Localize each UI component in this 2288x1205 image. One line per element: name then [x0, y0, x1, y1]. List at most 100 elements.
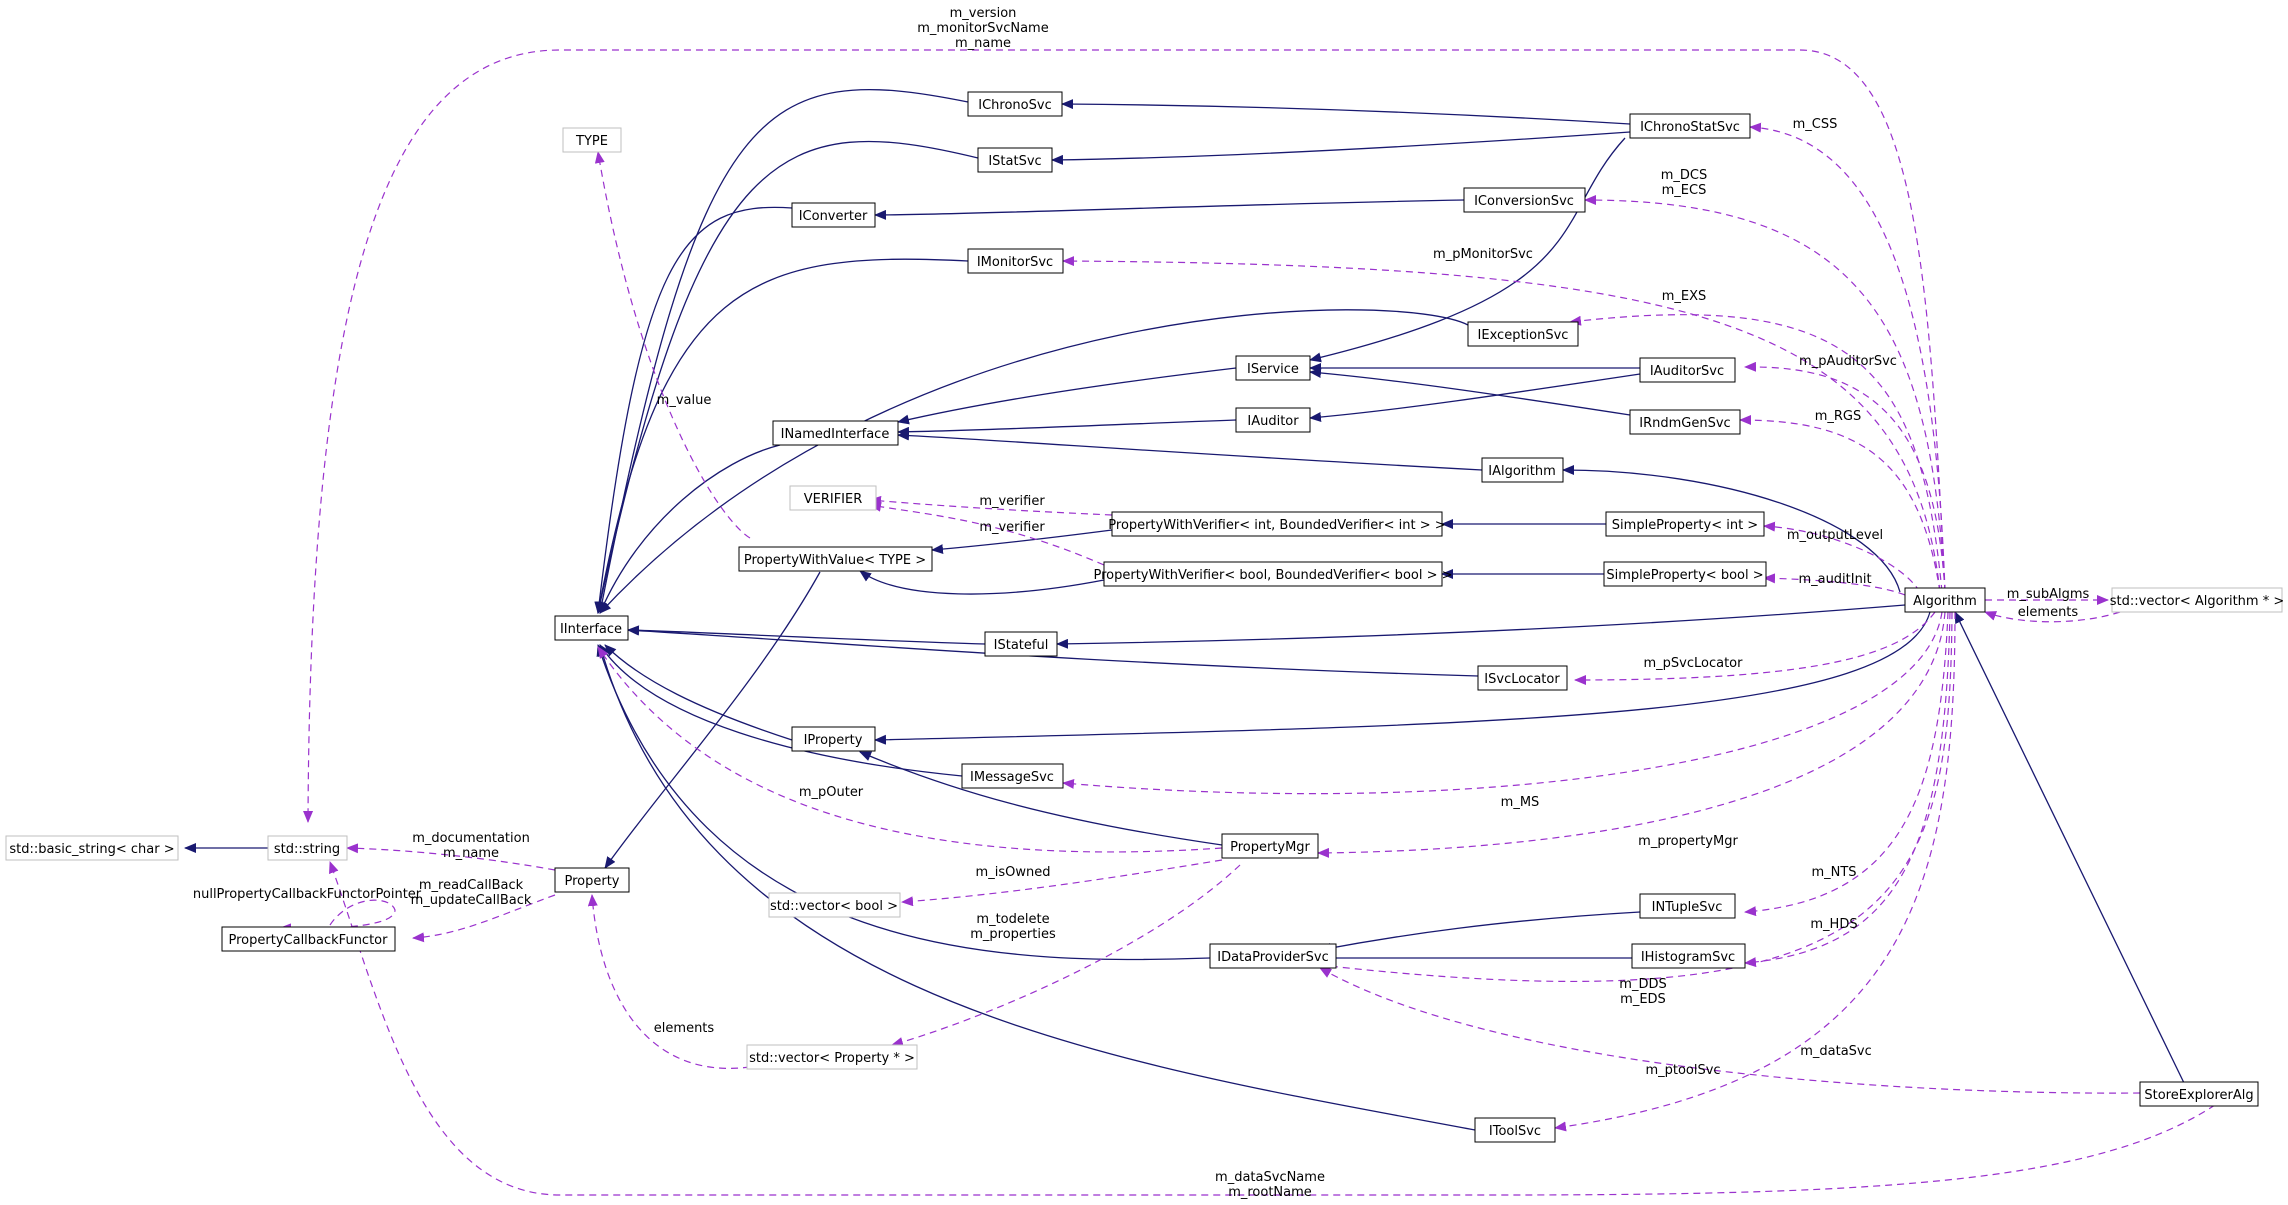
- node-property[interactable]: Property: [554, 867, 630, 893]
- label-m-pauditorsvc: m_pAuditorSvc: [1799, 354, 1897, 369]
- edge-usage-algorithm-string-top: [303, 49, 1946, 823]
- label-m-auditinit: m_auditInit: [1798, 572, 1871, 587]
- edge-inamedinterface-iinterface: [599, 444, 781, 614]
- edge-usage-algorithm-irndmgensvc: [1739, 415, 1941, 593]
- node-vectoralgorithm[interactable]: std::vector< Algorithm * >: [2110, 587, 2284, 613]
- label-m-rootname: m_rootName: [1228, 1185, 1312, 1200]
- label-m-pmonitorsvc: m_pMonitorSvc: [1433, 247, 1533, 262]
- node-idataprovidersvc[interactable]: IDataProviderSvc: [1209, 943, 1337, 969]
- node-label: PropertyMgr: [1230, 840, 1310, 855]
- node-vectorbool[interactable]: std::vector< bool >: [768, 892, 901, 918]
- node-label: PropertyCallbackFunctor: [229, 933, 389, 948]
- edge-labels: m_version m_monitorSvcName m_name m_CSS …: [193, 6, 2090, 1200]
- edge-algorithm-iproperty: [874, 611, 1931, 745]
- edge-usage-algorithm-iconversionsvc: [1584, 195, 1946, 593]
- edge-istatsvc-iinterface: [595, 140, 979, 614]
- label-m-ptoolsvc: m_ptoolSvc: [1645, 1063, 1720, 1078]
- node-algorithm[interactable]: Algorithm: [1904, 587, 1986, 613]
- edge-iexceptionsvc-iinterface: [599, 309, 1469, 614]
- label-m-monitorsvcname: m_monitorSvcName: [917, 21, 1048, 36]
- node-irndmgensvc[interactable]: IRndmGenSvc: [1629, 409, 1741, 435]
- node-label: SimpleProperty< int >: [1612, 518, 1758, 533]
- node-inamedinterface[interactable]: INamedInterface: [772, 420, 899, 446]
- node-isvclocator[interactable]: ISvcLocator: [1477, 665, 1568, 691]
- node-storeexploreralg[interactable]: StoreExplorerAlg: [2139, 1081, 2259, 1107]
- node-label: IMonitorSvc: [977, 255, 1053, 270]
- label-m-verifier-1: m_verifier: [979, 494, 1045, 509]
- edge-usage-property-callbackfunctor: [412, 894, 556, 943]
- label-m-version: m_version: [950, 6, 1017, 21]
- node-ialgorithm[interactable]: IAlgorithm: [1481, 457, 1564, 483]
- node-pwvbool[interactable]: PropertyWithVerifier< bool, BoundedVerif…: [1093, 561, 1453, 587]
- node-ichronostatsvc[interactable]: IChronoStatSvc: [1629, 113, 1751, 139]
- node-istatsvc[interactable]: IStatSvc: [977, 147, 1053, 173]
- node-iproperty[interactable]: IProperty: [791, 726, 876, 752]
- node-verifier[interactable]: VERIFIER: [789, 485, 877, 511]
- node-label: INamedInterface: [781, 427, 890, 442]
- node-propertywithvalue[interactable]: PropertyWithValue< TYPE >: [738, 546, 933, 572]
- node-label: IRndmGenSvc: [1639, 416, 1730, 431]
- node-label: IStateful: [994, 638, 1049, 653]
- label-m-css: m_CSS: [1793, 117, 1838, 132]
- node-label: IDataProviderSvc: [1217, 950, 1329, 965]
- node-label: Algorithm: [1913, 594, 1977, 609]
- edge-storeexploreralg-algorithm: [1954, 611, 2186, 1086]
- node-iauditor[interactable]: IAuditor: [1235, 407, 1311, 433]
- edge-usage-algorithm-itoolsvc: [1554, 611, 1956, 1132]
- label-m-ms: m_MS: [1501, 795, 1540, 810]
- node-imessagesvc[interactable]: IMessageSvc: [961, 763, 1064, 789]
- node-label: TYPE: [575, 134, 608, 149]
- node-iconverter[interactable]: IConverter: [791, 202, 876, 228]
- node-stdstring[interactable]: std::string: [267, 835, 348, 861]
- node-imonitorsvc[interactable]: IMonitorSvc: [967, 248, 1064, 274]
- label-m-isowned: m_isOwned: [976, 865, 1051, 880]
- node-label: VERIFIER: [804, 492, 863, 507]
- node-iservice[interactable]: IService: [1235, 355, 1311, 381]
- node-label: SimpleProperty< bool >: [1606, 568, 1763, 583]
- node-label: std::vector< Algorithm * >: [2110, 594, 2284, 609]
- node-label: PropertyWithValue< TYPE >: [744, 553, 926, 568]
- node-simplepropertybool[interactable]: SimpleProperty< bool >: [1603, 561, 1767, 587]
- label-elements-1: elements: [2018, 605, 2079, 620]
- edge-usage-algorithm-intuplesvc: [1744, 611, 1949, 917]
- node-pwvint[interactable]: PropertyWithVerifier< int, BoundedVerifi…: [1108, 511, 1446, 537]
- edge-iproperty-iinterface: [604, 644, 793, 741]
- node-itoolsvc[interactable]: IToolSvc: [1474, 1117, 1556, 1143]
- node-iexceptionsvc[interactable]: IExceptionSvc: [1467, 321, 1579, 347]
- edge-usage-algorithm-propertymgr: [1317, 611, 1946, 858]
- node-propertymgr[interactable]: PropertyMgr: [1221, 833, 1319, 859]
- node-label: PropertyWithVerifier< int, BoundedVerifi…: [1108, 518, 1445, 533]
- label-m-psvclocator: m_pSvcLocator: [1644, 656, 1744, 671]
- node-label: std::vector< Property * >: [749, 1051, 915, 1066]
- node-vectorproperty[interactable]: std::vector< Property * >: [746, 1044, 918, 1070]
- label-m-exs: m_EXS: [1662, 289, 1707, 304]
- edge-usage-algorithm-iauditorsvc: [1744, 361, 1946, 593]
- edge-usage-pwvint-verifier: [869, 495, 1113, 516]
- node-ichronosvc[interactable]: IChronoSvc: [967, 91, 1063, 117]
- node-intuplesvc[interactable]: INTupleSvc: [1639, 893, 1736, 919]
- edge-ichronostatsvc-ichronosvc: [1061, 99, 1631, 125]
- node-iauditorsvc[interactable]: IAuditorSvc: [1639, 357, 1736, 383]
- node-label: IInterface: [560, 622, 622, 637]
- node-label: IAuditor: [1247, 414, 1299, 429]
- edge-iauditorsvc-iauditor: [1309, 373, 1641, 423]
- node-label: IProperty: [804, 733, 863, 748]
- node-type[interactable]: TYPE: [562, 127, 622, 153]
- edge-usage-property-string: [346, 843, 556, 871]
- node-propertycallbackfunctor[interactable]: PropertyCallbackFunctor: [221, 926, 396, 952]
- edge-ichronostatsvc-iservice: [1309, 137, 1626, 363]
- node-label: ISvcLocator: [1484, 672, 1560, 687]
- node-istateful[interactable]: IStateful: [984, 631, 1058, 657]
- label-m-hds: m_HDS: [1810, 917, 1857, 932]
- label-m-name-2: m_name: [443, 846, 499, 861]
- node-label: IToolSvc: [1489, 1124, 1541, 1139]
- node-ihistogramsvc[interactable]: IHistogramSvc: [1631, 943, 1746, 969]
- edge-propertymgr-iproperty: [859, 751, 1223, 846]
- node-iinterface[interactable]: IInterface: [554, 615, 629, 641]
- node-label: IMessageSvc: [970, 770, 1054, 785]
- edge-usage-algorithm-ihistogramsvc: [1744, 611, 1951, 968]
- node-iconversionsvc[interactable]: IConversionSvc: [1463, 187, 1586, 213]
- node-simplepropertyint[interactable]: SimpleProperty< int >: [1605, 511, 1765, 537]
- edge-usage-vectorproperty-property: [587, 894, 751, 1069]
- node-basicstring[interactable]: std::basic_string< char >: [5, 835, 179, 861]
